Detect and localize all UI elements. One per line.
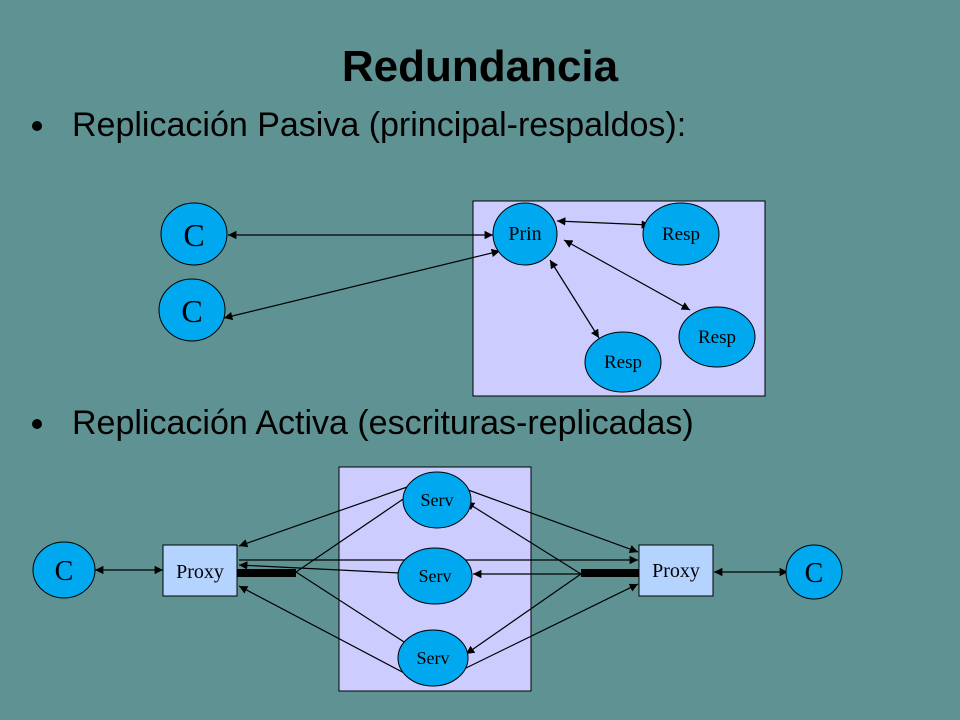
proxy-right: Proxy	[638, 544, 714, 597]
serv-bottom-to-lproxy	[238, 585, 409, 676]
client-label: C	[805, 558, 824, 589]
backup-label: Resp	[604, 352, 642, 373]
backup-label: Resp	[698, 327, 736, 348]
passive-arrows	[223, 217, 691, 339]
server-label: Serv	[419, 566, 452, 586]
right-proxy-bar	[581, 569, 639, 577]
primary-label: Prin	[508, 223, 541, 245]
bullet-active-replication: Replicación Activa (escrituras-replicada…	[32, 404, 694, 443]
primary-node: Prin	[492, 202, 558, 266]
backup-node-1: Resp	[642, 202, 720, 266]
proxy-label: Proxy	[652, 560, 700, 582]
client2-prin-arrow	[223, 248, 501, 321]
proxy-label: Proxy	[176, 561, 224, 583]
backup-node-2: Resp	[678, 306, 756, 368]
active-client-node-right: C	[785, 544, 843, 600]
prin-resp3-arrow	[549, 259, 600, 339]
bullet-passive-text: Replicación Pasiva (principal-respaldos)…	[72, 106, 687, 144]
prin-resp1-arrow	[556, 217, 651, 229]
lproxy-to-serv-bottom	[295, 571, 419, 652]
passive-client-node-1: C	[160, 202, 228, 266]
server-node-top: Serv	[402, 471, 472, 529]
left-proxy-bar	[236, 569, 296, 577]
bullet-dot-icon	[32, 120, 42, 131]
passive-client-node-2: C	[158, 278, 226, 342]
bullet-passive-replication: Replicación Pasiva (principal-respaldos)…	[32, 106, 686, 145]
rproxy-to-serv-bottom	[465, 573, 582, 655]
client-label: C	[181, 293, 202, 329]
serv-mid-to-lproxy	[238, 561, 401, 574]
client-label: C	[183, 217, 204, 253]
server-node-middle: Serv	[397, 547, 473, 605]
prin-resp2-arrow	[563, 239, 691, 311]
server-label: Serv	[417, 648, 450, 668]
server-label: Serv	[421, 490, 454, 510]
server-node-bottom: Serv	[397, 629, 469, 687]
lproxy-to-serv-top	[295, 490, 416, 573]
proxy-left: Proxy	[162, 544, 238, 597]
serv-bottom-to-rproxy	[465, 583, 639, 669]
active-client-node-left: C	[32, 541, 96, 599]
backup-node-3: Resp	[584, 331, 662, 393]
rproxy-to-serv-top	[465, 501, 582, 575]
bullet-active-text: Replicación Activa (escrituras-replicada…	[72, 404, 694, 442]
backup-label: Resp	[662, 224, 700, 245]
client-label: C	[55, 556, 74, 587]
bullet-dot-icon	[32, 418, 42, 429]
slide-title: Redundancia	[341, 42, 619, 91]
serv-top-to-rproxy	[459, 486, 639, 554]
serv-top-to-lproxy	[238, 485, 411, 548]
